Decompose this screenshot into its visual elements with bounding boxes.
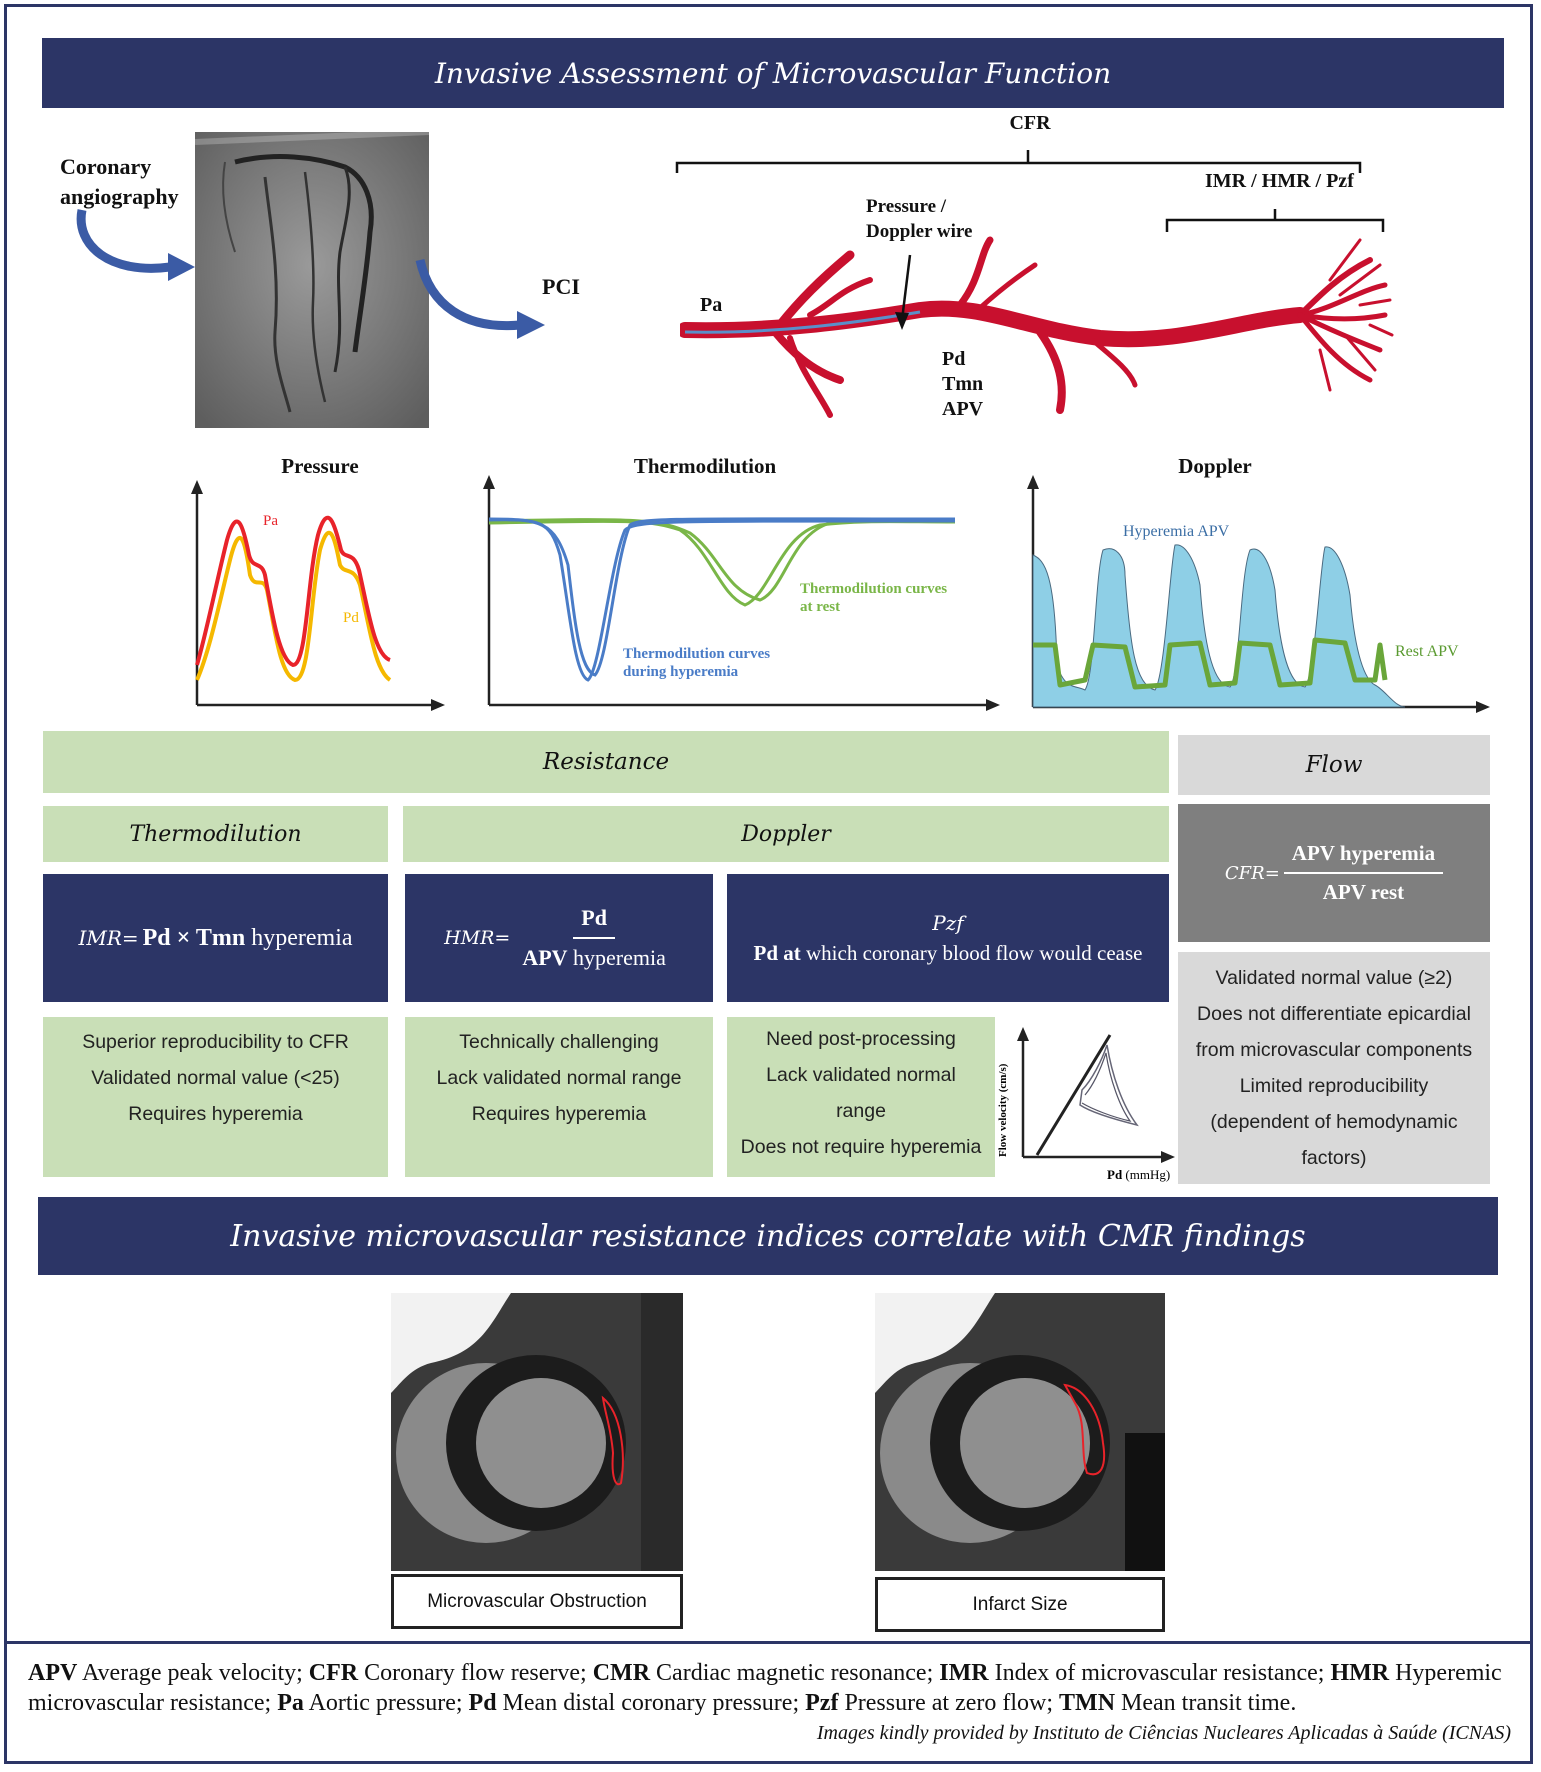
- imr-prefix: IMR=: [78, 926, 139, 950]
- thermo-rest-label-1: Thermodilution curves: [800, 581, 947, 597]
- cfr-point: Does not differentiate epicardial: [1197, 1003, 1471, 1025]
- arrow-to-angiogram: [76, 209, 195, 281]
- coronary-vessel-diagram: [680, 236, 1394, 418]
- pzf-title: Pzf: [932, 910, 964, 935]
- pzf-plot-xlabel: Pd (mmHg): [1107, 1167, 1170, 1182]
- hmr-denominator-bold: APV: [522, 945, 568, 970]
- pressure-title: Pressure: [281, 454, 359, 478]
- pzf-point: Does not require hyperemia: [740, 1136, 982, 1158]
- doppler-header: Doppler: [403, 806, 1169, 862]
- pzf-plot: Flow velocity (cm/s) Pd (mmHg): [997, 1027, 1175, 1182]
- cmr-infarct-drawing: [875, 1293, 1165, 1571]
- pa-vessel-label: Pa: [700, 294, 723, 316]
- cmr-banner: Invasive microvascular resistance indice…: [38, 1197, 1498, 1275]
- thermodilution-header: Thermodilution: [43, 806, 388, 862]
- footer-divider: [4, 1641, 1533, 1644]
- figure-frame: [4, 4, 1533, 1764]
- angiography-label: Coronary angiography: [60, 154, 179, 209]
- thermo-hyper-label-2: during hyperemia: [623, 664, 739, 680]
- cmr-image-mvo: [391, 1293, 683, 1571]
- cfr-denominator: APV rest: [1322, 880, 1405, 904]
- thermodilution-title: Thermodilution: [633, 454, 777, 478]
- angiography-image: [194, 129, 430, 428]
- imr-rest: hyperemia: [251, 924, 353, 951]
- caption-infarct: Infarct Size: [875, 1577, 1165, 1632]
- hmr-fraction: Pd APV hyperemia: [514, 905, 674, 971]
- hmr-point: Requires hyperemia: [471, 1103, 647, 1125]
- pzf-point: range: [836, 1100, 886, 1122]
- cmr-image-infarct: [875, 1293, 1165, 1571]
- cfr-point: from microvascular components: [1195, 1039, 1473, 1061]
- cfr-point: (dependent of hemodynamic: [1210, 1111, 1458, 1133]
- pci-label: PCI: [542, 274, 580, 299]
- pressure-waveform: Pa Pd: [191, 480, 445, 711]
- title-banner: Invasive Assessment of Microvascular Fun…: [42, 38, 1504, 108]
- hmr-prefix: HMR=: [444, 927, 511, 949]
- pressure-pa-label: Pa: [263, 513, 278, 529]
- imr-formula-box: IMR= Pd × Tmn hyperemia: [43, 874, 388, 1002]
- hmr-denominator-rest: hyperemia: [573, 945, 666, 970]
- pzf-point: Need post-processing: [766, 1028, 956, 1050]
- thermo-rest-label-2: at rest: [800, 599, 840, 615]
- pzf-point: Lack validated normal: [766, 1064, 956, 1086]
- cfr-label: CFR: [1009, 112, 1051, 134]
- abbreviation-legend: APV Average peak velocity; CFR Coronary …: [28, 1660, 1502, 1716]
- pzf-formula-box: Pzf Pd at which coronary blood flow woul…: [727, 874, 1169, 1002]
- imr-group-label: IMR / HMR / Pzf: [1205, 170, 1354, 192]
- imr-point: Validated normal value (<25): [91, 1067, 340, 1089]
- angiogram-drawing: [194, 129, 430, 428]
- wire-label: Pressure / Doppler wire: [866, 196, 973, 242]
- hmr-formula-box: HMR= Pd APV hyperemia: [405, 874, 713, 1002]
- imr-bold: Pd × Tmn: [142, 924, 246, 951]
- cfr-point: Limited reproducibility: [1239, 1075, 1429, 1097]
- vessel-sites-label: Pd Tmn APV: [942, 348, 984, 420]
- cmr-mvo-drawing: [391, 1293, 683, 1571]
- doppler-waveform: Hyperemia APV Rest APV: [1027, 475, 1490, 713]
- thermo-hyper-label-1: Thermodilution curves: [623, 646, 770, 662]
- imr-points: Superior reproducibility to CFR Validate…: [43, 1017, 388, 1177]
- pzf-rest: which coronary blood flow would cease: [806, 940, 1143, 965]
- cfr-formula-box: CFR= APV hyperemia APV rest: [1178, 804, 1490, 942]
- doppler-title: Doppler: [1178, 454, 1252, 478]
- doppler-rest-label: Rest APV: [1395, 643, 1459, 660]
- cfr-bracket: [675, 150, 1362, 173]
- page-title: Invasive Assessment of Microvascular Fun…: [434, 56, 1112, 90]
- pzf-plot-ylabel: Flow velocity (cm/s): [997, 1063, 1009, 1157]
- cfr-points: Validated normal value (≥2) Does not dif…: [1178, 952, 1490, 1184]
- cfr-prefix: CFR=: [1224, 862, 1280, 884]
- hmr-numerator: Pd: [573, 905, 615, 939]
- doppler-hyperemia-label: Hyperemia APV: [1123, 523, 1230, 540]
- imr-point: Superior reproducibility to CFR: [82, 1031, 349, 1053]
- arrow-to-pci: [415, 258, 545, 339]
- resistance-header: Resistance: [43, 731, 1169, 793]
- pzf-points: Need post-processing Lack validated norm…: [727, 1017, 995, 1177]
- imr-point: Requires hyperemia: [128, 1103, 303, 1125]
- hmr-point: Technically challenging: [459, 1031, 659, 1053]
- cfr-point: factors): [1301, 1147, 1367, 1169]
- flow-header: Flow: [1178, 735, 1490, 795]
- pzf-bold: Pd at: [753, 940, 801, 965]
- cfr-fraction: APV hyperemia APV rest: [1283, 841, 1444, 905]
- hmr-points: Technically challenging Lack validated n…: [405, 1017, 713, 1177]
- caption-mvo: Microvascular Obstruction: [391, 1574, 683, 1629]
- imr-bracket: [1165, 209, 1385, 232]
- pressure-pd-label: Pd: [343, 610, 359, 626]
- thermodilution-waveform: Thermodilution curves at rest Thermodilu…: [483, 475, 1000, 711]
- hmr-point: Lack validated normal range: [436, 1067, 682, 1089]
- image-credit: Images kindly provided by Instituto de C…: [816, 1722, 1511, 1744]
- cfr-numerator: APV hyperemia: [1283, 841, 1444, 874]
- cfr-point: Validated normal value (≥2): [1215, 967, 1453, 989]
